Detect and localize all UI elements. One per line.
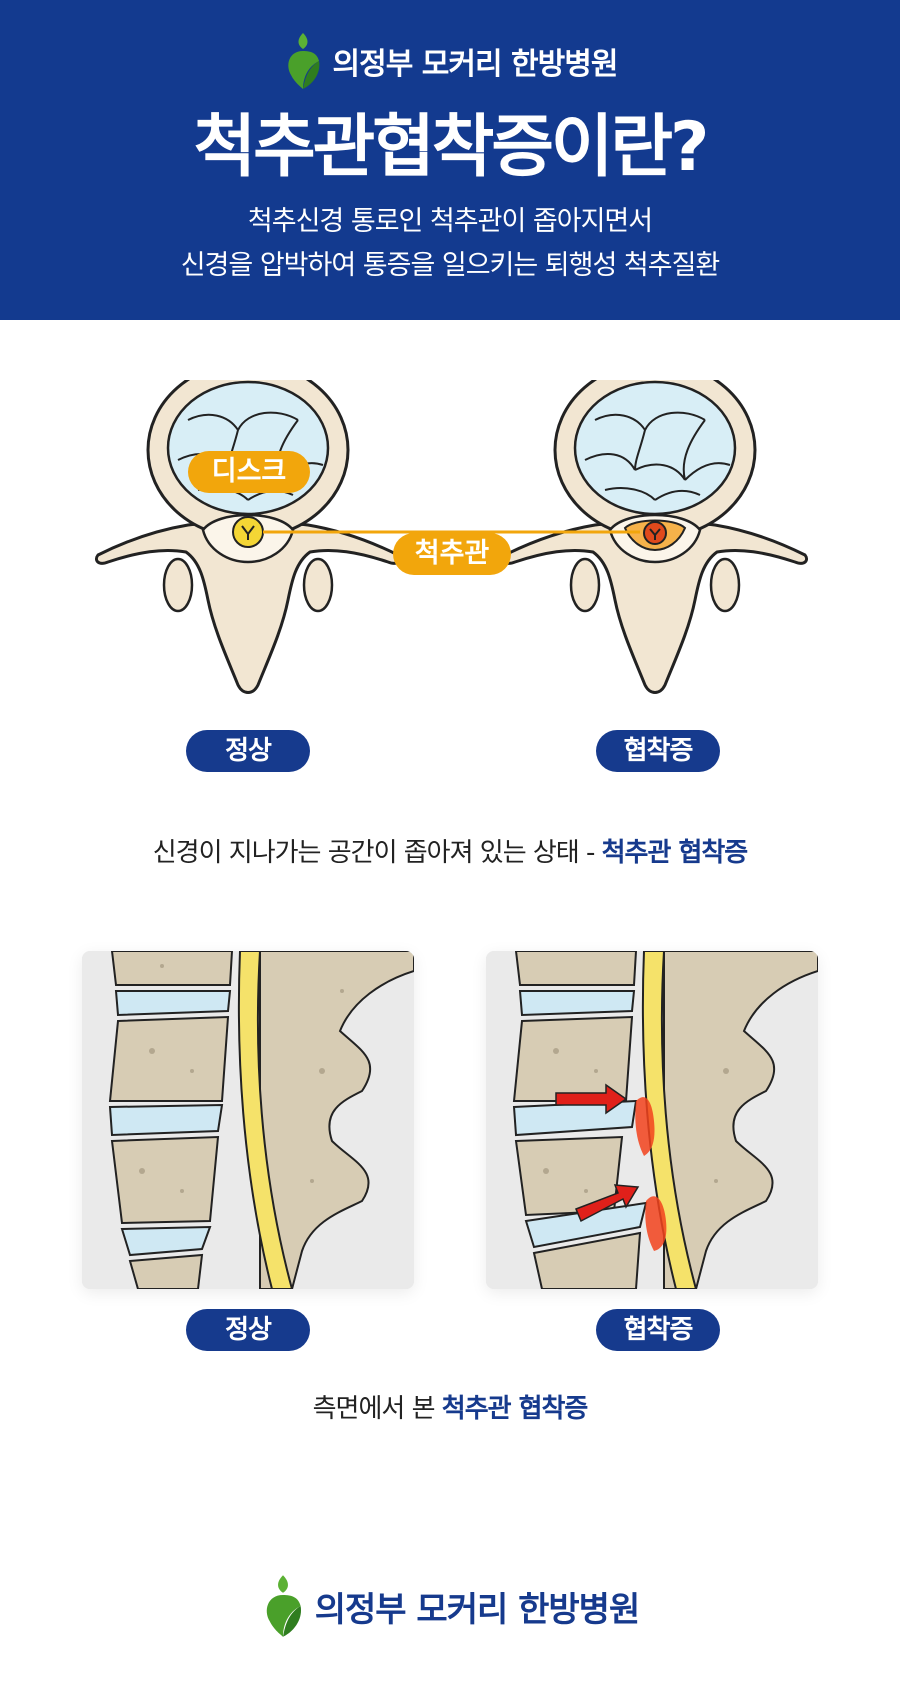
caption-side-view-highlight: 척추관 협착증: [441, 1394, 589, 1424]
red-arrow-icon: [555, 1083, 628, 1115]
header-logo-text: 의정부 모커리 한방병원: [332, 47, 619, 82]
normal-pill-2: 정상: [186, 1309, 310, 1351]
subtitle-line-1: 척추신경 통로인 척추관이 좁아지면서: [247, 206, 653, 237]
caption-side-view-text: 측면에서 본: [312, 1394, 442, 1424]
page-title: 척추관협착증이란?: [193, 108, 710, 187]
header-logo: 의정부 모커리 한방병원: [0, 30, 900, 92]
vertebra-cross-section-illustration: [94, 380, 809, 694]
disc-label: 디스크: [188, 451, 310, 493]
caption-cross-section: 신경이 지나가는 공간이 좁아져 있는 상태 - 척추관 협착증: [0, 832, 900, 869]
footer-logo-text: 의정부 모커리 한방병원: [314, 1589, 640, 1630]
normal-pill-1: 정상: [186, 730, 310, 772]
leaf-logo-icon: [266, 1575, 301, 1637]
stenosis-pill-1: 협착증: [596, 730, 720, 772]
page-subtitle: 척추신경 통로인 척추관이 좁아지면서 신경을 압박하여 통증을 일으키는 퇴행…: [0, 200, 900, 288]
red-arrow-icon: [575, 1184, 640, 1223]
canal-label: 척추관: [393, 533, 511, 575]
header-banner: 의정부 모커리 한방병원 척추관협착증이란? 척추신경 통로인 척추관이 좁아지…: [0, 0, 900, 320]
caption-cross-section-text: 신경이 지나가는 공간이 좁아져 있는 상태 -: [152, 838, 602, 868]
leaf-logo-icon: [287, 33, 319, 89]
footer-logo: 의정부 모커리 한방병원: [0, 1570, 900, 1642]
side-view-stenosis-panel: [486, 951, 818, 1289]
side-view-normal-illustration: [82, 951, 414, 1289]
stenosis-pill-2: 협착증: [596, 1309, 720, 1351]
side-view-normal-panel: [82, 951, 414, 1289]
caption-cross-section-highlight: 척추관 협착증: [601, 838, 749, 868]
subtitle-line-2: 신경을 압박하여 통증을 일으키는 퇴행성 척추질환: [180, 250, 721, 281]
side-view-stenosis-illustration: [486, 951, 818, 1289]
caption-side-view: 측면에서 본 척추관 협착증: [0, 1388, 900, 1425]
